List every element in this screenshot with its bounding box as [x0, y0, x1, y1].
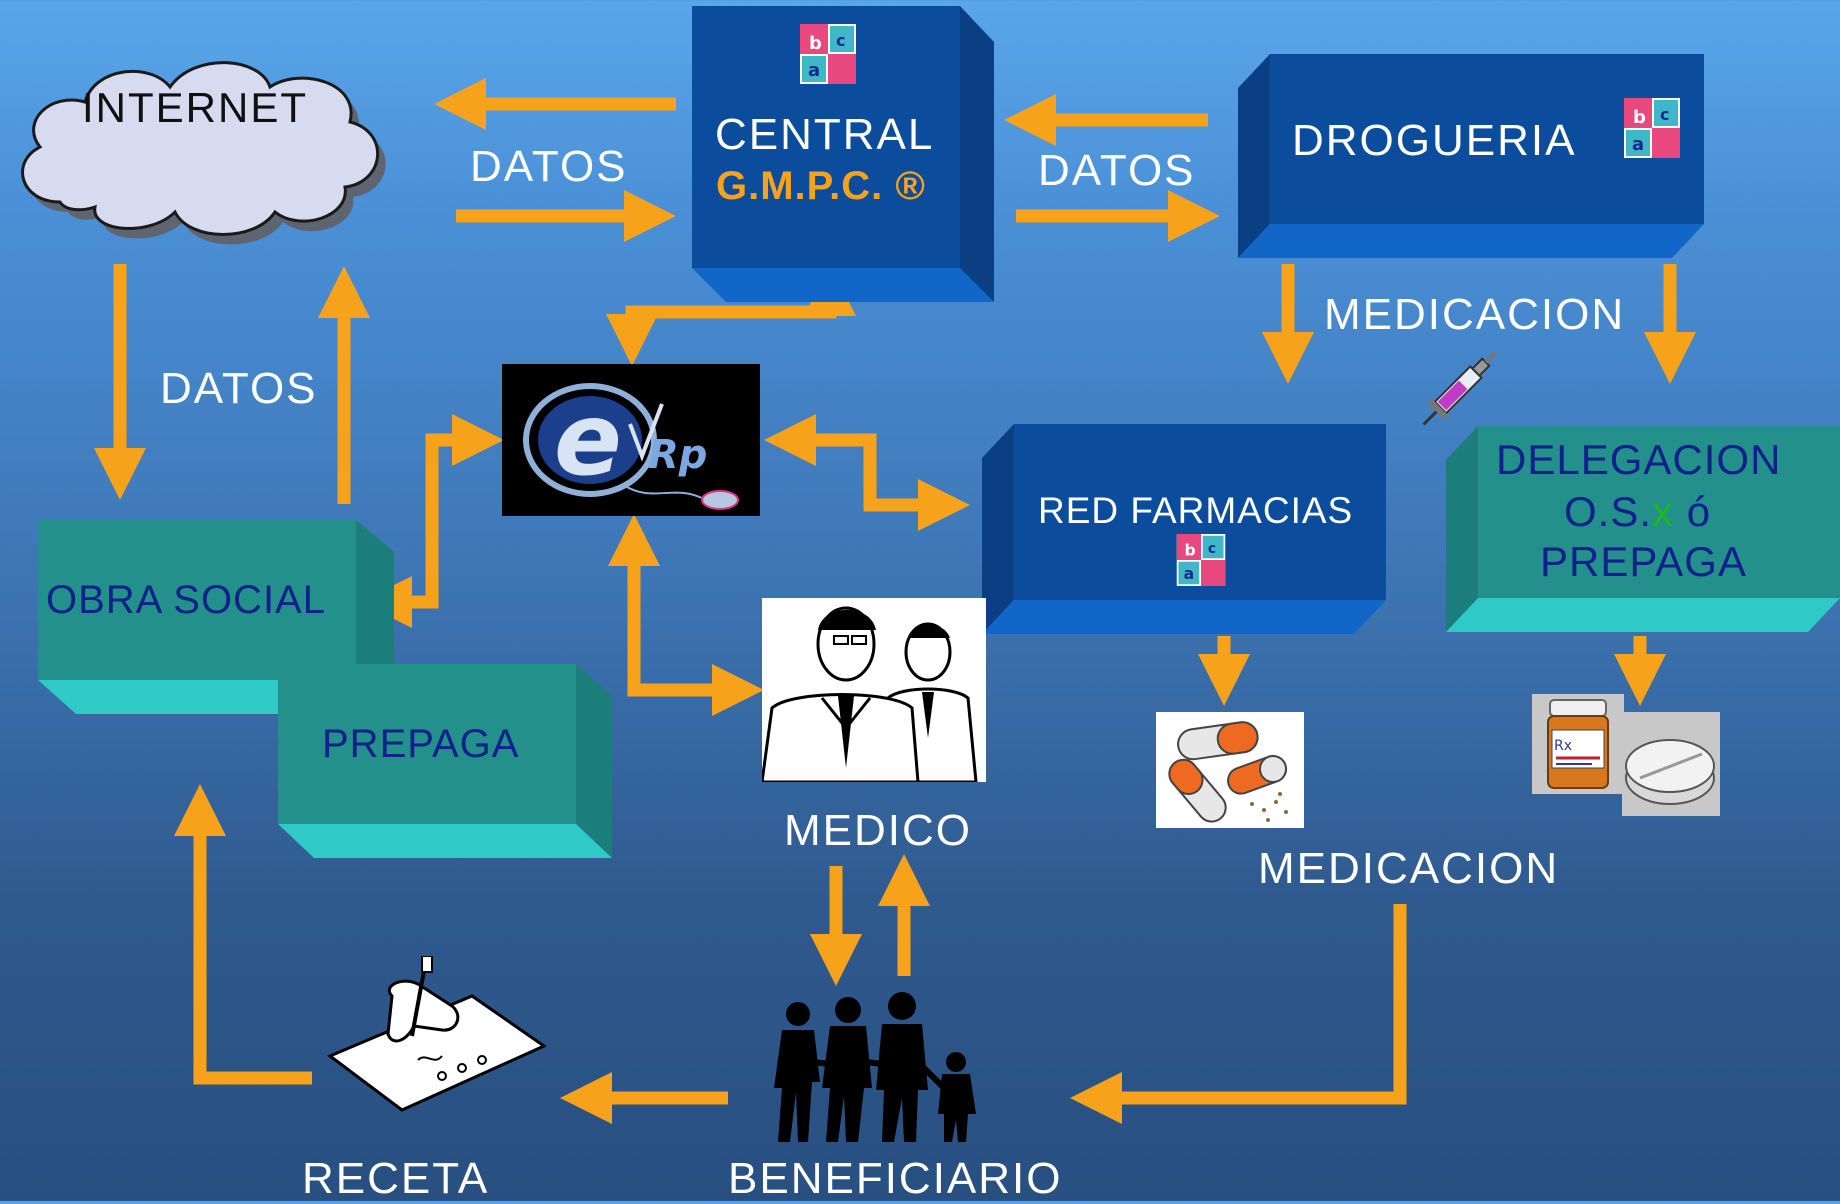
doctors-icon: [762, 598, 986, 782]
node-internet: INTERNET: [82, 84, 308, 131]
delegacion-line3: PREPAGA: [1540, 538, 1747, 585]
node-red-farmacias: RED FARMACIAS: [1038, 490, 1354, 531]
delegacion-line1: DELEGACION: [1496, 436, 1782, 483]
node-drogueria: DROGUERIA: [1292, 116, 1577, 165]
svg-text:c: c: [836, 31, 845, 50]
capsules-icon: [1156, 712, 1304, 828]
pill-bottle-icon: Rx: [1532, 694, 1624, 794]
label-receta: RECETA: [302, 1154, 490, 1203]
svg-text:c: c: [1208, 541, 1216, 557]
label-medicacion-top: MEDICACION: [1324, 290, 1626, 339]
tablet-icon: [1622, 712, 1720, 816]
erp-logo-e: e: [554, 381, 622, 498]
delegacion-x: x: [1652, 488, 1675, 535]
arrow-erp-to-medico: [627, 540, 764, 716]
svg-text:b: b: [1185, 542, 1196, 560]
node-obra-social-box: [38, 520, 394, 714]
central-title: CENTRAL: [715, 110, 935, 159]
label-datos-left: DATOS: [160, 364, 318, 413]
node-delegacion-box: [1446, 426, 1840, 632]
svg-text:c: c: [1660, 105, 1669, 124]
cloud-icon: [21, 61, 386, 245]
svg-text:a: a: [808, 60, 820, 81]
delegacion-line2: O.S.x ó: [1564, 488, 1711, 536]
abc-logo-icon: b c a: [800, 24, 856, 84]
arrow-receta-to-obra-social: [174, 784, 312, 1085]
erp-logo-rp: Rp: [648, 432, 707, 478]
svg-text:b: b: [1633, 107, 1646, 128]
svg-text:Rx: Rx: [1554, 738, 1572, 754]
family-icon: [774, 992, 976, 1142]
syringe-icon: [1422, 350, 1498, 426]
arrow-erp-to-farmacias: [800, 433, 970, 531]
node-drogueria-box: [1238, 54, 1704, 258]
prescription-writing-icon: [327, 956, 546, 1112]
svg-text:b: b: [809, 33, 822, 54]
label-medico: MEDICO: [784, 806, 972, 855]
node-prepaga-box: [278, 664, 612, 858]
label-datos-top-left: DATOS: [470, 142, 628, 191]
node-red-farmacias-box: [982, 424, 1386, 634]
central-gmpc: G.M.P.C. ®: [716, 164, 926, 208]
label-medicacion-bottom: MEDICACION: [1258, 844, 1560, 893]
svg-text:a: a: [1184, 565, 1195, 583]
svg-text:a: a: [1632, 134, 1644, 155]
arrow-erp-obra-social: [360, 433, 470, 628]
delegacion-o: ó: [1686, 488, 1712, 535]
node-obra-social: OBRA SOCIAL: [46, 578, 326, 622]
erp-logo[interactable]: e Rp: [502, 364, 760, 516]
label-beneficiario: BENEFICIARIO: [728, 1154, 1063, 1203]
abc-logo-icon: b c a: [1624, 98, 1680, 158]
abc-logo-icon: b c a: [1176, 534, 1226, 586]
node-prepaga: PREPAGA: [322, 722, 520, 766]
label-datos-top-right: DATOS: [1038, 146, 1196, 195]
delegacion-os: O.S.: [1564, 488, 1653, 535]
arrow-medicacion-to-beneficiario: [1070, 904, 1407, 1124]
